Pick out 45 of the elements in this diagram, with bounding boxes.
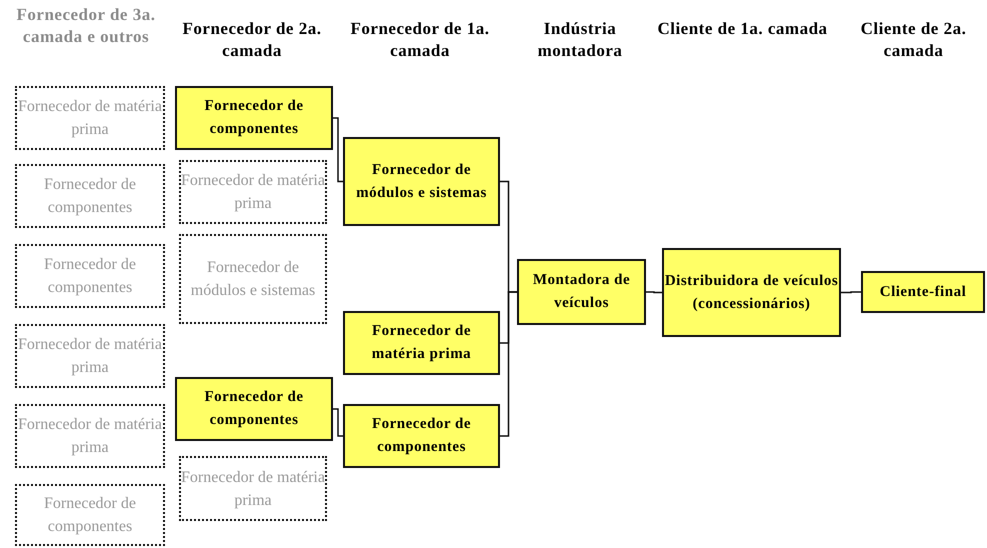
column-heading: Cliente de 2a. camada [860,18,968,62]
node-label: Cliente-final [880,282,966,302]
node-label: Fornecedor de matéria prima [181,468,325,510]
node-label: Fornecedor de matéria prima [17,415,163,458]
process-box [343,311,500,375]
column-heading: Fornecedor de 2a. camada [182,18,322,62]
process-box [517,259,646,325]
dotted-box [15,164,165,228]
column-heading: Cliente de 1a. camada [656,18,829,40]
dotted-box [179,160,327,224]
dotted-box [15,484,165,546]
column-heading: Fornecedor de 3a. camada e outros [16,4,156,48]
process-box [175,86,333,150]
node-label: Fornecedor de componentes [203,97,305,139]
dotted-box [15,86,165,150]
node-label: Fornecedor de componentes [370,415,472,457]
node-label: Fornecedor de componentes [43,255,137,298]
node-label: Fornecedor de matéria prima [370,322,472,364]
node-label: Fornecedor de módulos e sistemas [190,258,316,301]
column-heading: Indústria montadora [536,18,624,62]
node-label: Fornecedor de matéria prima [181,171,325,214]
node-label: Montadora de veículos [532,271,632,313]
dotted-box [179,234,327,324]
process-box [861,271,985,313]
dotted-box [15,244,165,308]
process-box [343,137,500,226]
column-heading: Fornecedor de 1a. camada [350,18,490,62]
node-label: Fornecedor de matéria prima [17,97,163,140]
process-box [343,404,500,468]
connector-line [646,291,662,294]
node-label: Fornecedor de matéria prima [17,335,163,378]
dotted-box [179,456,327,521]
dotted-box [15,324,165,388]
node-label: Distribuidora de veículos (concessionários) [664,272,839,314]
connector-line [333,117,343,182]
node-label: Fornecedor de módulos e sistemas [355,160,488,202]
dotted-box [15,404,165,468]
connector-line [333,408,343,437]
process-box [662,248,841,337]
node-label: Fornecedor de componentes [43,175,137,218]
node-label: Fornecedor de componentes [203,388,305,430]
process-box [175,377,333,441]
connector-line [500,291,517,437]
node-label: Fornecedor de componentes [43,494,137,537]
connector-line [841,291,861,294]
